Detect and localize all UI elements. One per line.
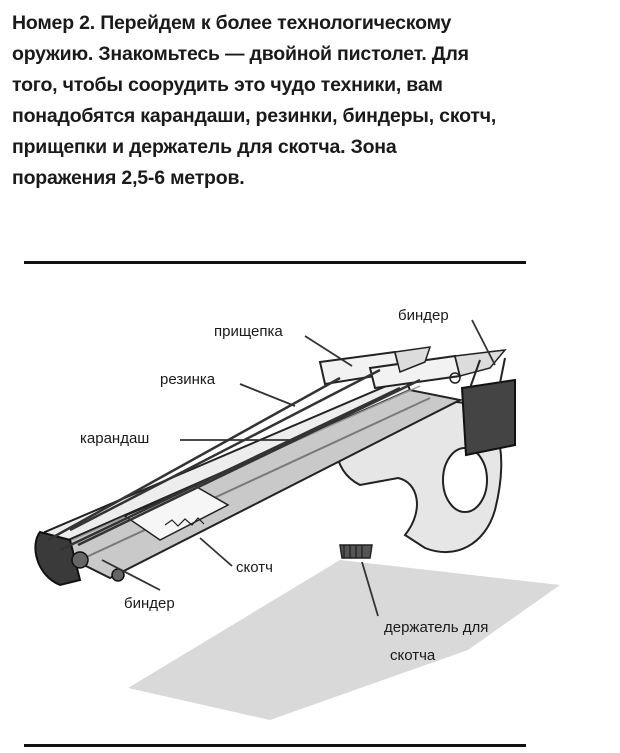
label-binder-top: биндер (398, 307, 449, 324)
label-holder-line1: держатель для (384, 619, 488, 636)
label-holder-line2: скотча (390, 647, 436, 664)
intro-line: того, чтобы соорудить это чудо техники, … (12, 74, 443, 96)
intro-line: Номер 2. Перейдем к более технологическо… (12, 12, 452, 34)
binder-clip-back (460, 357, 516, 457)
label-tape: скотч (236, 559, 273, 576)
label-rubber-band: резинка (160, 371, 216, 388)
label-clothespin: прищепка (214, 323, 283, 340)
floor-shadow (128, 560, 560, 720)
intro-line: прищепки и держатель для скотча. Зона (12, 136, 397, 158)
bottom-divider (24, 744, 526, 747)
clothespins (318, 346, 507, 390)
label-binder-bottom: биндер (124, 595, 175, 612)
intro-text: Номер 2. Перейдем к более технологическо… (12, 8, 608, 194)
intro-line: оружию. Знакомьтесь — двойной пистолет. … (12, 43, 469, 65)
label-pencil: карандаш (80, 430, 149, 447)
pistol-diagram: прищепка биндер резинка карандаш скотч б… (34, 307, 560, 720)
intro-line: поражения 2,5-6 метров. (12, 167, 245, 189)
top-divider (24, 261, 526, 264)
pencil-barrel (34, 376, 464, 587)
intro-line: понадобятся карандаши, резинки, биндеры,… (12, 105, 497, 127)
leader-lines (101, 319, 496, 617)
